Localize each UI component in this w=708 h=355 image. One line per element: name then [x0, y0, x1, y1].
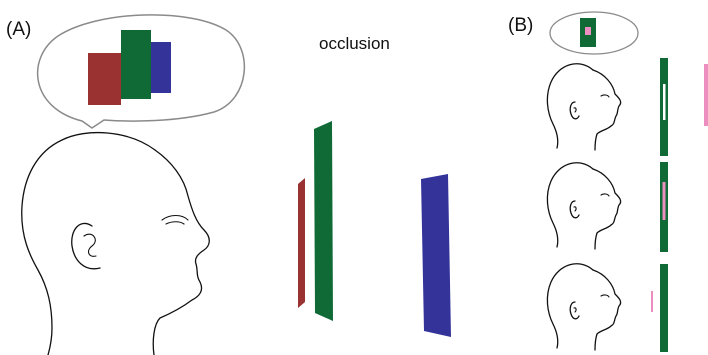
bubble-red-rect — [88, 53, 121, 105]
row1-white-gap — [663, 84, 666, 120]
occlusion-blue-panel — [421, 174, 451, 337]
row3-green-bar — [660, 264, 668, 352]
occlusion-label: occlusion — [319, 34, 390, 53]
panel-b-label: (B) — [508, 15, 533, 36]
head-outline-b-2 — [546, 162, 622, 250]
row1-pink-bar — [704, 64, 708, 126]
row3-pink-bar — [651, 291, 653, 312]
occlusion-green-panel — [314, 121, 333, 321]
bubble-blue-rect — [151, 42, 171, 93]
head-outline-b-1 — [546, 63, 622, 151]
head-outline-b-3 — [546, 263, 622, 351]
occlusion-red-panel — [298, 178, 305, 308]
bubble-green-rect — [121, 30, 151, 99]
thought-bubble-b — [549, 11, 639, 55]
thought-bubble-a — [36, 14, 246, 129]
panel-a-label: (A) — [6, 19, 31, 40]
head-outline-a — [21, 132, 210, 355]
bubble-b-pink-rect — [585, 27, 591, 35]
row2-pink-inset — [662, 182, 666, 220]
